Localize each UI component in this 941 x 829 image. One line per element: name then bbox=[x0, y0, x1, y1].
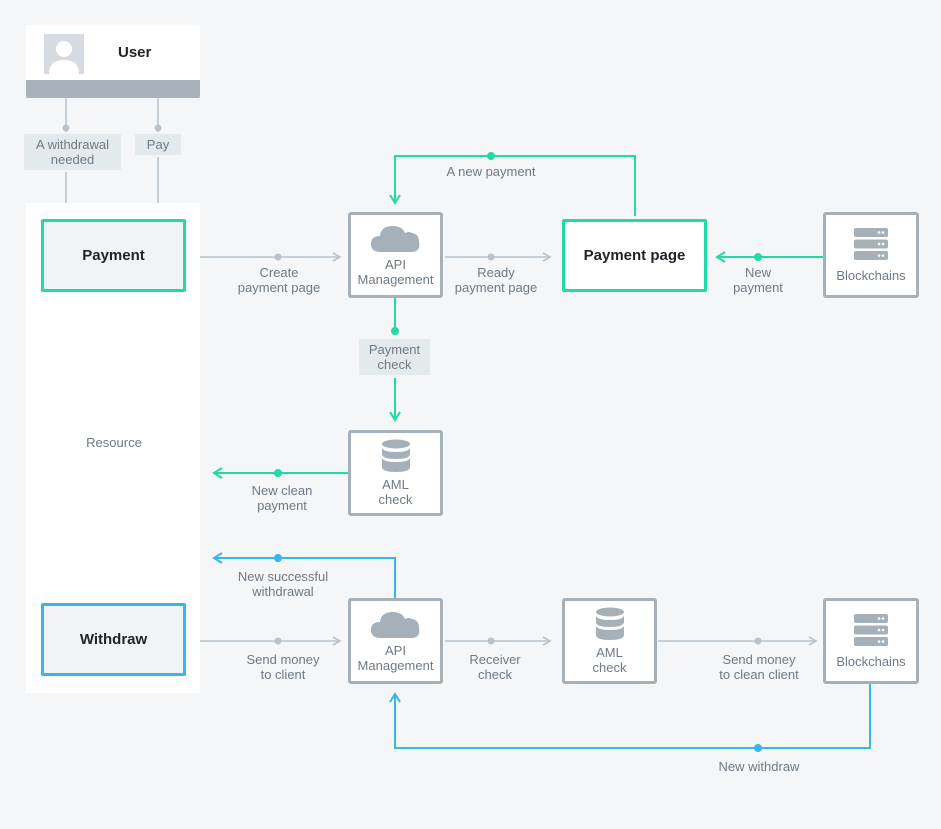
database-icon bbox=[595, 607, 624, 640]
label-new-withdraw: New withdraw bbox=[718, 759, 800, 774]
database-icon bbox=[381, 439, 410, 472]
label-new-successful-withdrawal: New successful withdrawal bbox=[237, 569, 329, 599]
blockchains-top-label: Blockchains bbox=[836, 267, 906, 283]
server-rack-icon bbox=[854, 227, 888, 260]
label-ready-payment-page: Ready payment page bbox=[454, 265, 538, 295]
aml-bottom-label: AML check bbox=[592, 645, 627, 675]
user-label: User bbox=[118, 44, 152, 61]
withdraw-box[interactable]: Withdraw bbox=[41, 603, 186, 676]
label-a-new-payment: A new payment bbox=[446, 164, 536, 179]
label-receiver-check: Receiver check bbox=[469, 652, 521, 682]
label-payment-check: Payment check bbox=[359, 339, 430, 375]
edge-new-payment-top bbox=[389, 155, 636, 216]
user-avatar-icon bbox=[44, 34, 84, 74]
api-management-top[interactable]: API Management bbox=[348, 212, 443, 298]
aml-mid-label: AML check bbox=[378, 477, 413, 507]
label-create-payment-page: Create payment page bbox=[237, 265, 321, 295]
blockchains-top[interactable]: Blockchains bbox=[823, 212, 919, 298]
label-send-money-to-client: Send money to client bbox=[246, 652, 320, 682]
cloud-icon bbox=[370, 612, 419, 638]
aml-check-mid[interactable]: AML check bbox=[348, 430, 443, 516]
edge-new-withdraw bbox=[389, 684, 871, 749]
blockchains-bottom-label: Blockchains bbox=[836, 653, 906, 669]
aml-check-bottom[interactable]: AML check bbox=[562, 598, 657, 684]
payment-page-box[interactable]: Payment page bbox=[562, 219, 707, 292]
label-new-clean-payment: New clean payment bbox=[251, 483, 313, 513]
label-send-money-clean: Send money to clean client bbox=[719, 652, 799, 682]
user-card-footer bbox=[26, 80, 200, 98]
api-top-label: API Management bbox=[357, 257, 434, 287]
api-management-bottom[interactable]: API Management bbox=[348, 598, 443, 684]
label-pay: Pay bbox=[135, 134, 181, 155]
server-rack-icon bbox=[854, 613, 888, 646]
label-withdrawal-needed: A withdrawal needed bbox=[24, 134, 121, 170]
user-card[interactable]: User bbox=[26, 25, 200, 98]
api-bottom-label: API Management bbox=[357, 643, 434, 673]
cloud-icon bbox=[370, 226, 419, 252]
label-resource: Resource bbox=[86, 435, 142, 450]
label-new-payment: New payment bbox=[733, 265, 783, 295]
blockchains-bottom[interactable]: Blockchains bbox=[823, 598, 919, 684]
payment-box[interactable]: Payment bbox=[41, 219, 186, 292]
